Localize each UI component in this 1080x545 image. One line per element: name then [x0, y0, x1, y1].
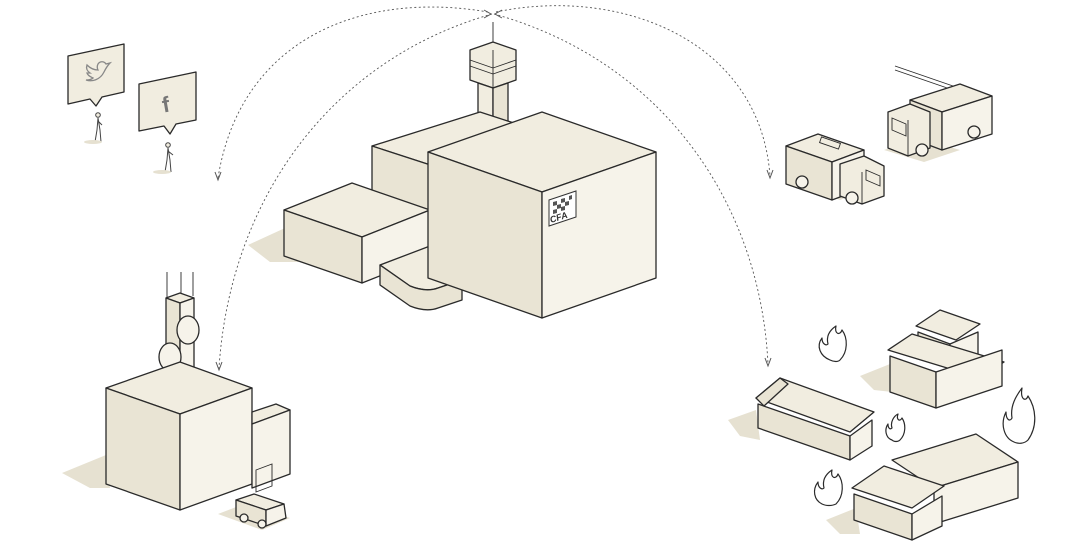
arrow-head-top-left [483, 9, 493, 19]
person-icon [94, 112, 103, 143]
flame-icon [818, 325, 847, 363]
person-icon [164, 142, 174, 173]
tower-cab-band-4 [492, 65, 517, 75]
cfa-logo-icon: CFA [548, 190, 577, 227]
twitter-icon [85, 61, 113, 82]
connector-center-to-tower [218, 13, 493, 369]
connector-center-to-social [217, 6, 489, 179]
flame-icon [885, 413, 906, 443]
radio-tower-building [62, 272, 291, 530]
arrow-head-social [214, 171, 222, 182]
arrow-head-top-right [493, 9, 503, 19]
fire-truck-icon [785, 133, 885, 205]
front-step-front [379, 264, 463, 311]
fire-truck-icon [884, 65, 993, 162]
flame-icon [1002, 387, 1036, 444]
house-icon [826, 433, 1019, 541]
arrow-head-tower [215, 361, 223, 372]
social-media-group: f [67, 43, 197, 174]
arrow-head-houses [764, 357, 772, 368]
connector-lines [214, 5, 774, 372]
house-icon [860, 309, 1005, 409]
van-icon [218, 493, 290, 530]
connector-center-to-houses [493, 13, 769, 365]
twitter-bubble [67, 43, 125, 107]
flame-icon [813, 469, 843, 507]
cfa-headquarters-building: CFA [248, 22, 657, 319]
dish-antenna-upper [176, 315, 200, 345]
fire-trucks-group [785, 65, 993, 205]
tower-cab-band-3 [469, 65, 494, 75]
tower-cab-band-2 [492, 59, 517, 69]
houses-fire-group [728, 309, 1036, 541]
house-icon [728, 377, 875, 461]
connector-center-to-trucks [495, 5, 771, 177]
arrow-head-trucks [766, 169, 774, 180]
facebook-bubble: f [138, 71, 197, 135]
tower-cab-band-1 [469, 59, 494, 69]
